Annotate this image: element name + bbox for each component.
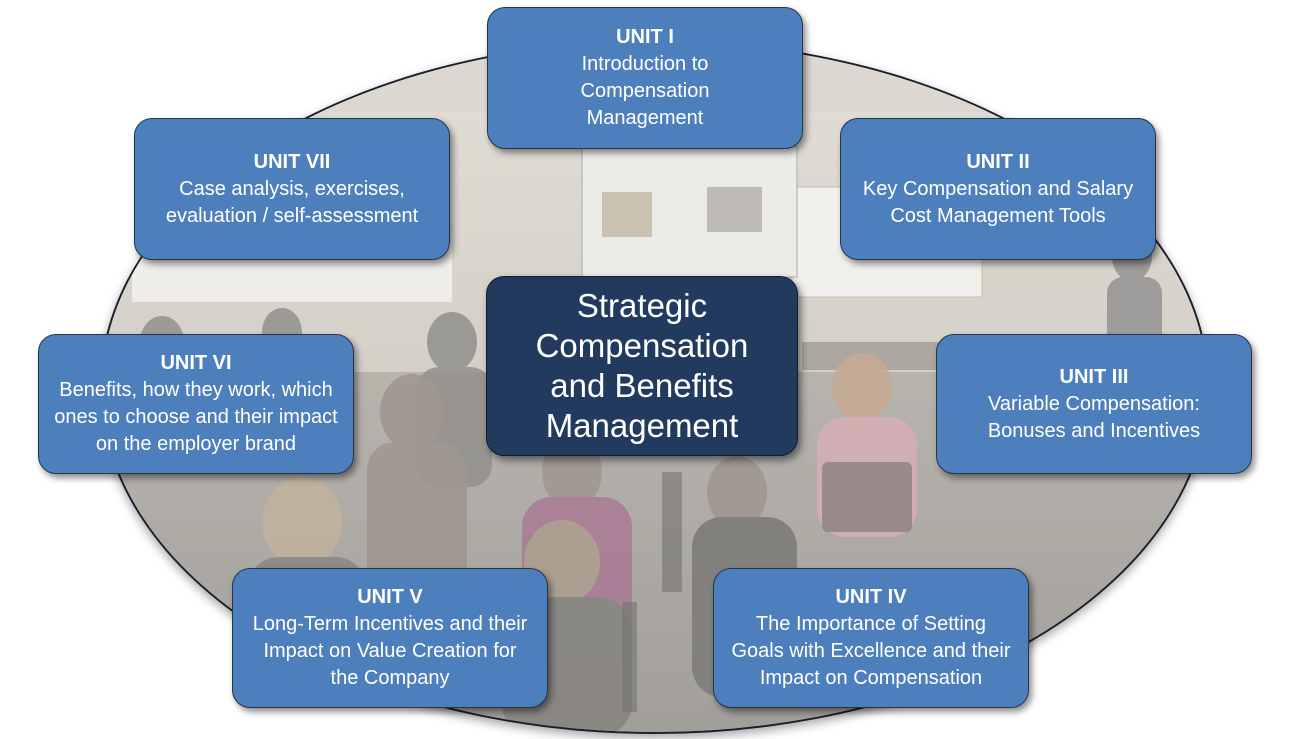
unit-ii-title: UNIT II [966, 150, 1030, 173]
unit-i-box: UNIT I Introduction to Compensation Mana… [487, 7, 803, 149]
unit-vii-title: UNIT VII [253, 150, 331, 173]
unit-iii-box: UNIT III Variable Compensation: Bonuses … [936, 334, 1252, 474]
unit-ii-box: UNIT II Key Compensation and Salary Cost… [840, 118, 1156, 260]
unit-vii-text: Case analysis, exercises, evaluation / s… [165, 177, 419, 227]
unit-i-text: Introduction to Compensation Management [580, 53, 710, 129]
unit-vii-box: UNIT VII Case analysis, exercises, evalu… [134, 118, 450, 260]
unit-v-text: Long-Term Incentives and their Impact on… [252, 613, 528, 689]
unit-iv-box: UNIT IV The Importance of Setting Goals … [713, 568, 1029, 708]
unit-vi-title: UNIT VI [160, 352, 232, 374]
center-topic-box: Strategic Compensation and Benefits Mana… [486, 276, 798, 456]
unit-vi-box: UNIT VI Benefits, how they work, which o… [38, 334, 354, 474]
unit-v-title: UNIT V [357, 586, 423, 608]
unit-i-title: UNIT I [616, 26, 674, 48]
unit-iii-text: Variable Compensation: Bonuses and Incen… [987, 392, 1201, 442]
unit-v-box: UNIT V Long-Term Incentives and their Im… [232, 568, 548, 708]
unit-iii-title: UNIT III [1059, 365, 1129, 388]
unit-vi-text: Benefits, how they work, which ones to c… [54, 379, 338, 455]
center-topic-title: Strategic Compensation and Benefits Mana… [535, 287, 749, 444]
unit-iv-title: UNIT IV [835, 586, 907, 608]
unit-iv-text: The Importance of Setting Goals with Exc… [731, 613, 1011, 689]
unit-ii-text: Key Compensation and Salary Cost Managem… [862, 177, 1134, 227]
